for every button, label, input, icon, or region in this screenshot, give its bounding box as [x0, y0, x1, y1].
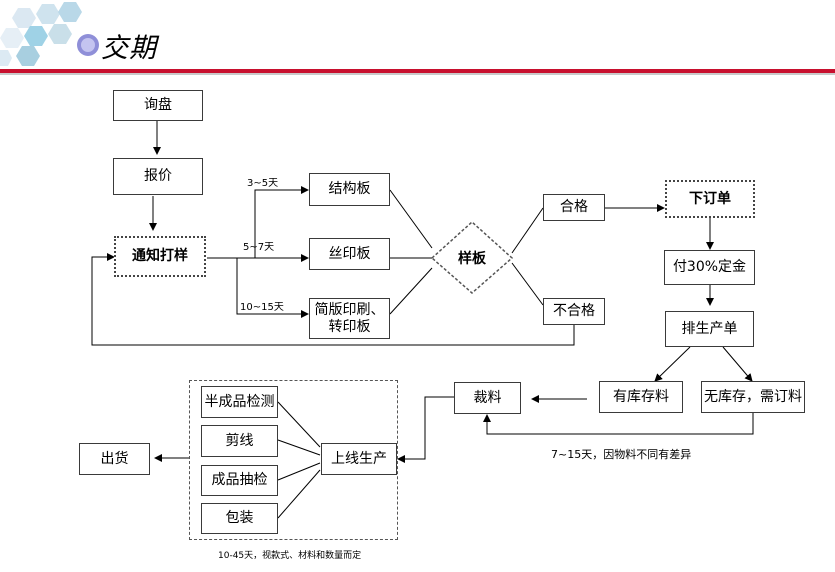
shipping-box: 出货	[79, 443, 150, 475]
line-production-box: 上线生产	[321, 443, 397, 475]
schedule-box: 排生产单	[665, 311, 754, 347]
simple-print-box: 简版印刷、 转印板	[309, 298, 390, 339]
in-stock-box: 有库存料	[599, 381, 683, 413]
header-grey-rule	[0, 73, 835, 75]
duration-3-5-label: 3~5天	[247, 178, 279, 189]
place-order-box: 下订单	[665, 180, 755, 218]
no-stock-box: 无库存，需订料	[701, 381, 805, 413]
packing-box: 包装	[201, 503, 278, 534]
semi-inspect-box: 半成品检测	[201, 386, 278, 418]
hexagon-logo-icon	[0, 2, 99, 66]
production-steps-group	[189, 380, 398, 540]
cutting-box: 裁料	[454, 382, 521, 414]
silk-board-box: 丝印板	[309, 238, 390, 270]
quote-box: 报价	[113, 158, 203, 195]
structure-board-box: 结构板	[309, 173, 390, 206]
inquiry-box: 询盘	[113, 90, 203, 121]
duration-5-7-label: 5~7天	[243, 242, 275, 253]
duration-10-15-label: 10~15天	[240, 302, 284, 313]
product-check-box: 成品抽检	[201, 465, 278, 496]
header-red-rule	[0, 69, 835, 73]
notice-sample-box: 通知打样	[114, 236, 206, 277]
slide-title: 交期	[101, 33, 157, 64]
production-duration-label: 10-45天，视款式、材料和数量而定	[218, 551, 362, 561]
material-duration-label: 7~15天，因物料不同有差异	[551, 448, 692, 461]
unqualified-box: 不合格	[543, 298, 605, 325]
deposit-box: 付30%定金	[664, 250, 755, 285]
qualified-box: 合格	[543, 194, 605, 221]
slide-header: 交期	[0, 0, 835, 78]
sample-diamond-label: 样板	[458, 251, 486, 267]
trim-box: 剪线	[201, 425, 278, 457]
